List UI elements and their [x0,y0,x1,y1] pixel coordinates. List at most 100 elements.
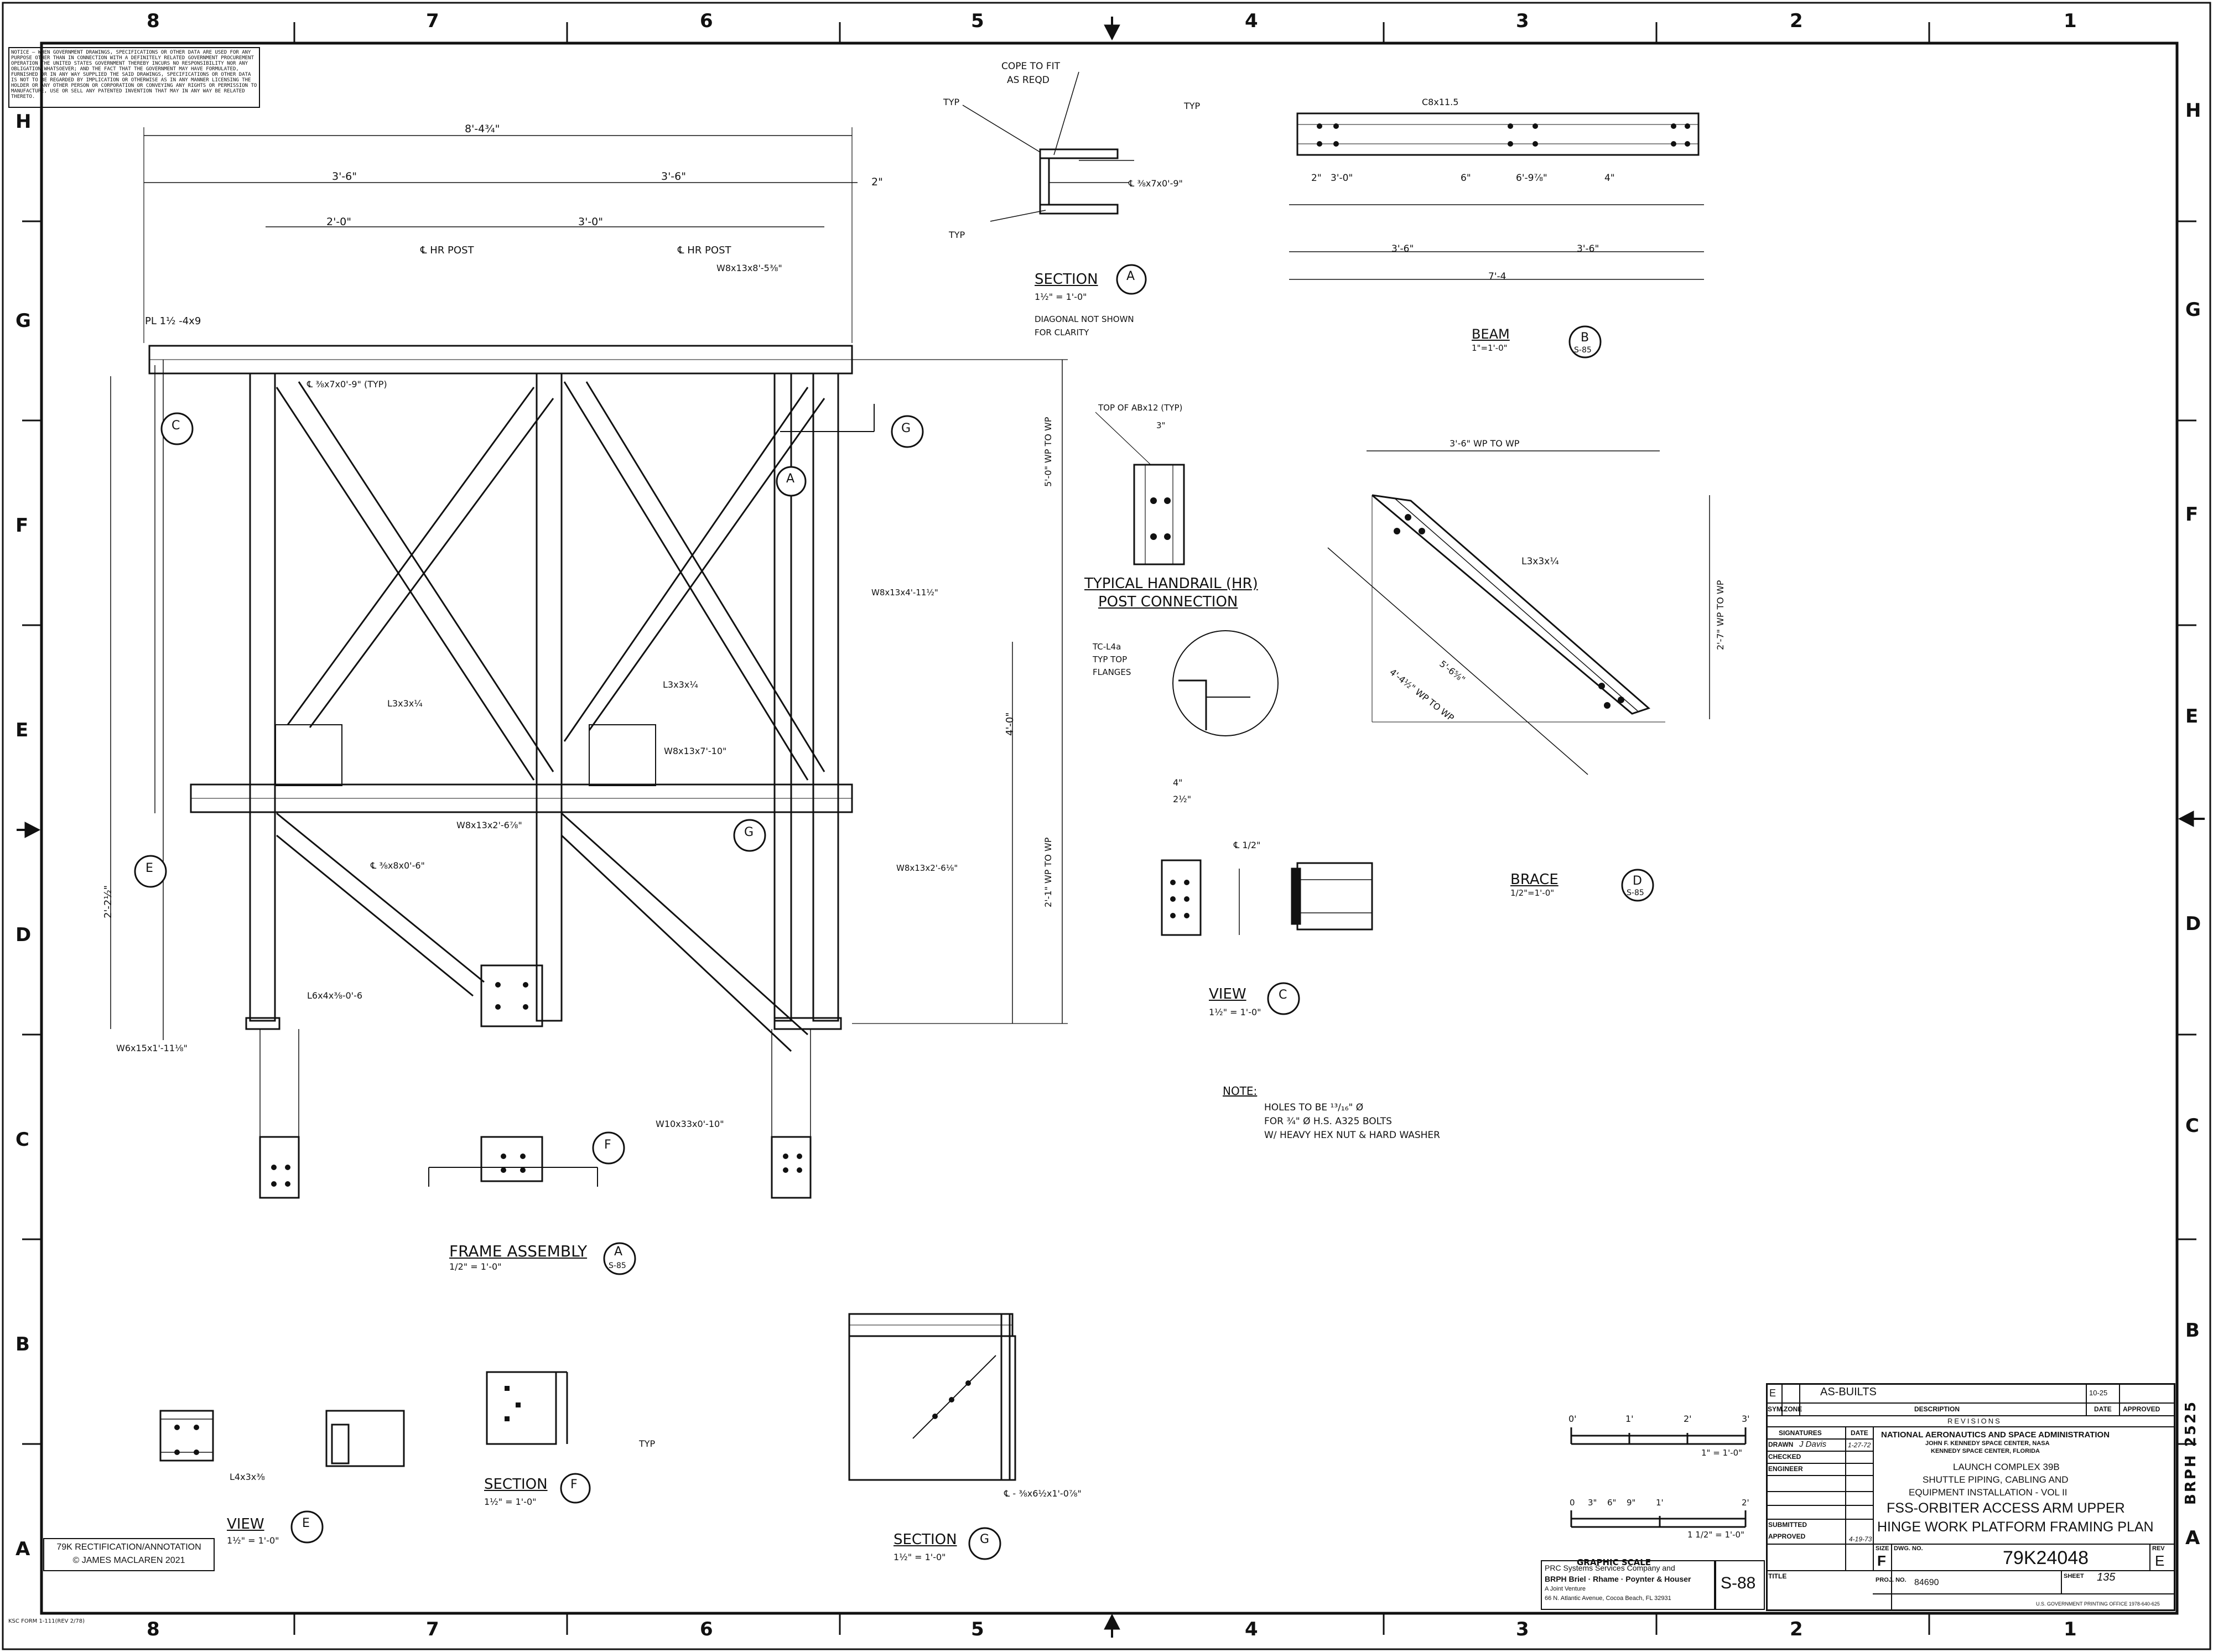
sig-label: ENGINEER [1768,1465,1803,1473]
zone-label-side: H [2185,100,2201,122]
member-label: W8x13x8'-5⅜" [716,263,782,273]
tb-rule [1845,1426,1846,1570]
member-label: C8x11.5 [1422,97,1459,107]
dim-label: 3'-6" [332,170,357,183]
callout-ref: F [570,1478,578,1492]
handrail-title: TYPICAL HANDRAIL (HR) [1084,575,1258,592]
tb-rule [1873,1426,1874,1570]
tb-rule [1766,1438,1873,1440]
credit-line: © JAMES MACLAREN 2021 [72,1556,185,1565]
section-f-holes [505,1386,521,1421]
section-g-scale: 1½" = 1'-0" [893,1552,946,1562]
sig-value: J Davis [1799,1440,1827,1449]
section-a-note: DIAGONAL NOT SHOWN [1035,314,1134,324]
scale-caption: 1 1/2" = 1'-0" [1687,1530,1744,1540]
firm-line: BRPH Briel · Rhame · Poynter & Houser [1545,1575,1691,1583]
tb-rule [2061,1570,2062,1593]
size-value: F [1877,1552,1886,1569]
project-title: HINGE WORK PLATFORM FRAMING PLAN [1877,1519,2154,1535]
sig-label: SUBMITTED [1768,1521,1807,1529]
scale-tick: 6" [1607,1498,1617,1508]
zone-label-bottom: 4 [1245,1618,1258,1640]
zone-label-top: 7 [426,10,439,32]
tb-rule [1766,1402,2175,1404]
zone-label-side: A [15,1538,30,1560]
tb-rule [1766,1463,1873,1464]
zone-label-side: G [15,310,31,332]
zone-label-bottom: 2 [1790,1618,1803,1640]
center-arrows [17,17,2205,1638]
typ-label: TYP [1184,101,1201,111]
zone-label-bottom: 6 [700,1618,713,1640]
callout-sheet: S-85 [1574,346,1592,355]
section-g-callout [968,1527,1001,1560]
firm-block [1541,1560,1715,1610]
tb-rule [2119,1383,2120,1415]
agency-line: JOHN F. KENNEDY SPACE CENTER, NASA [1925,1440,2050,1447]
dim-label: 2'-2½" [102,885,114,918]
dim-label: 2½" [1173,794,1192,804]
zone-label-top: 4 [1245,10,1258,32]
view-e-callout [290,1510,324,1544]
zone-label-bottom: 3 [1516,1618,1529,1640]
tb-rule [2149,1544,2150,1570]
proj-no-label: PROJ. NO. [1876,1577,1906,1583]
callout-circles [134,412,924,1275]
scale-tick: 0' [1568,1414,1577,1424]
note-title: NOTE: [1223,1084,1258,1098]
tb-rule [1766,1570,2175,1571]
side-drawing-id: BRPH 2525 [2183,1400,2199,1505]
sig-label: DRAWN [1768,1441,1794,1448]
agency-line: NATIONAL AERONAUTICS AND SPACE ADMINISTR… [1881,1430,2110,1440]
callout-ref: A [1126,269,1135,283]
callout-ref: B [1581,331,1589,345]
view-e-scale: 1½" = 1'-0" [227,1535,279,1546]
dim-label: 6'-9⅞" [1516,173,1547,184]
section-a-note: FOR CLARITY [1035,328,1089,337]
zone-label-side: C [15,1129,29,1151]
zone-label-top: 3 [1516,10,1529,32]
handrail-note: FLANGES [1093,667,1131,677]
tb-rule [1781,1383,1783,1415]
rev-value: E [2155,1552,2165,1569]
size-label: SIZE [1876,1545,1889,1552]
dim-label: 7'-4 [1488,271,1506,282]
project-line: LAUNCH COMPLEX 39B [1953,1462,2060,1472]
callout-ref: D [1633,874,1642,888]
sheet-value: 135 [2097,1571,2116,1583]
section-a-scale: 1½" = 1'-0" [1035,292,1087,302]
member-label: W8x13x2'-6⅛" [896,863,958,873]
beam-b-callout [1568,325,1602,359]
handrail-note: TOP OF ABx12 (TYP) [1098,403,1183,413]
zone-label-side: D [2185,913,2201,935]
government-notice: NOTICE — WHEN GOVERNMENT DRAWINGS, SPECI… [8,47,260,108]
zone-label-side: E [2185,705,2199,728]
rev-header: DATE [2094,1405,2112,1413]
dim-label: 3'-6" WP TO WP [1450,438,1520,449]
tb-rule [1766,1415,2175,1416]
plate-label: ℄ ⅜x7x0'-9" [1129,178,1183,189]
view-c-scale: 1½" = 1'-0" [1209,1007,1261,1017]
zone-label-side: G [2185,299,2201,321]
beam-b-drawing [1289,112,1704,280]
member-label: W8x13x2'-6⅞" [456,820,522,830]
dwg-no-value: 79K24048 [2003,1547,2089,1568]
rev-description: AS-BUILTS [1820,1386,1877,1398]
section-a-callout [1116,264,1147,295]
title-block [1766,1383,2175,1611]
rev-date: 10-25 [2089,1389,2108,1397]
sig-date: 4-19-73 [1849,1535,1872,1543]
callout-ref: C [1279,988,1287,1002]
note-line: HOLES TO BE ¹³/₁₆" Ø [1264,1102,1364,1113]
dim-label: 5'-0" WP TO WP [1043,417,1053,487]
handrail-note: TYP TOP [1093,654,1128,664]
beam-b-holes [1317,123,1690,147]
sig-header: DATE [1851,1429,1868,1437]
zone-label-top: 1 [2064,10,2077,32]
member-label: L3x3x¼ [387,698,423,709]
scale-tick: 0 [1570,1498,1575,1508]
scale-tick: 2' [1684,1414,1692,1424]
section-f-callout [560,1473,591,1504]
hr-post-label: ℄ HR POST [420,245,474,256]
typ-label: TYP [943,97,960,107]
